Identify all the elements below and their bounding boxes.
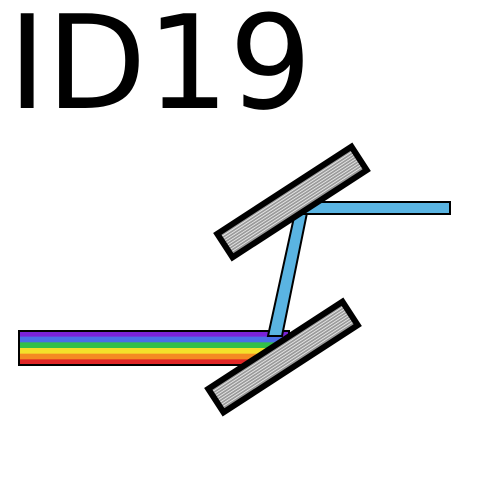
mirror-stripe <box>213 309 349 398</box>
beam-band-red <box>19 359 289 366</box>
mirror-stripe <box>222 154 358 243</box>
mirror-stripe <box>214 311 350 400</box>
beam-band-violet <box>19 331 289 337</box>
mirror-stripe <box>225 158 360 247</box>
beam-band-blue <box>19 336 289 343</box>
mirror-stripe <box>216 313 351 402</box>
mirror-stripe <box>217 316 353 404</box>
mirror-stripe <box>220 320 356 409</box>
mirror-stripe <box>229 165 365 254</box>
mirror-stripe <box>226 161 362 249</box>
page-title: ID19 <box>8 0 312 139</box>
reflected-beam <box>266 201 451 337</box>
mirror-stripe <box>211 307 347 396</box>
reflected-beam-segment-horizontal <box>299 201 451 215</box>
beam-band-orange <box>19 353 289 360</box>
mirror-stripe <box>210 305 346 394</box>
mirror-stripe <box>219 150 355 239</box>
mirror-stripe <box>219 318 354 407</box>
beam-band-green <box>19 342 289 349</box>
mirror-stripe <box>220 152 356 241</box>
mirror-lower <box>204 297 362 417</box>
mirror-stripe <box>223 156 359 245</box>
beam-band-yellow <box>19 348 289 354</box>
mirror-upper <box>213 142 371 262</box>
mirror-stripe <box>228 163 363 252</box>
